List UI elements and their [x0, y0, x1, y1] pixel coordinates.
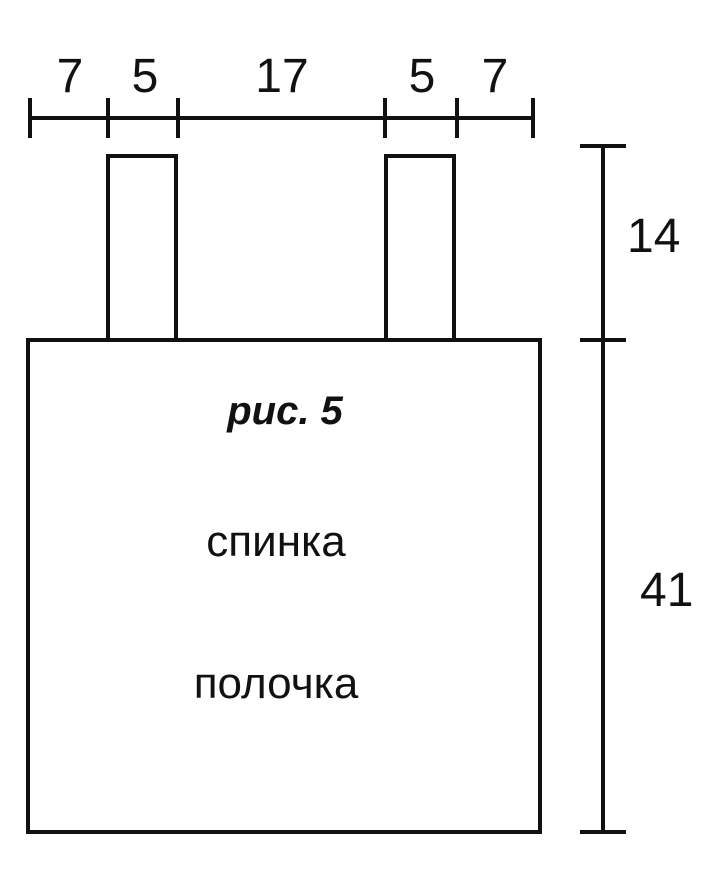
top-width-left-strap: 5 [132, 50, 159, 103]
figure-caption: рис. 5 [226, 389, 343, 433]
top-width-right-margin: 7 [482, 50, 509, 103]
top-width-left-margin: 7 [57, 50, 84, 103]
top-dimension-line [28, 98, 535, 138]
body-height-label: 41 [640, 564, 693, 617]
body-panel [26, 338, 542, 834]
front-piece-label: полочка [194, 659, 359, 708]
right-strap [384, 154, 456, 342]
left-strap [106, 154, 178, 342]
top-width-neck: 17 [255, 50, 308, 103]
back-piece-label: спинка [206, 517, 346, 566]
top-width-right-strap: 5 [409, 50, 436, 103]
right-dimension-line [580, 144, 626, 834]
strap-height-label: 14 [627, 210, 680, 263]
